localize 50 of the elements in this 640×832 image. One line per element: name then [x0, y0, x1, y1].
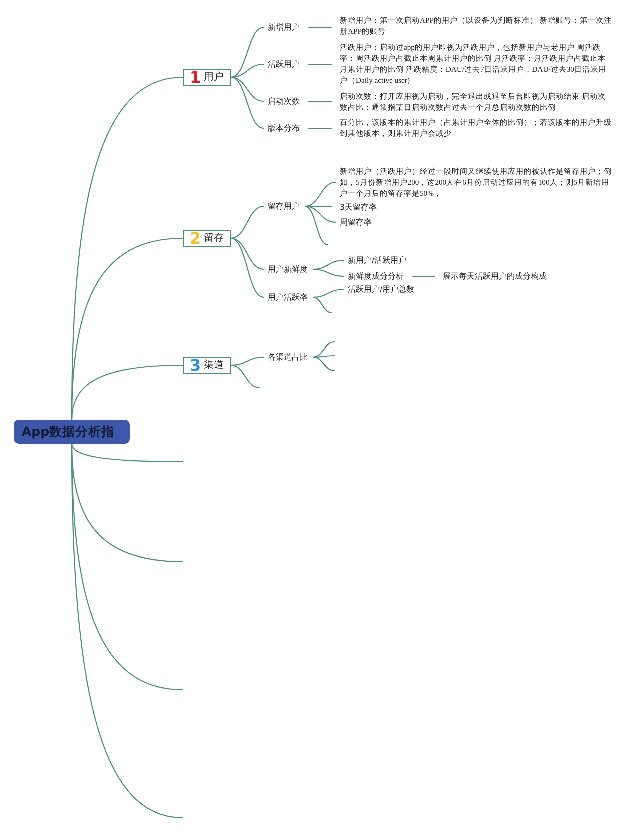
branch-line	[312, 341, 336, 358]
branch-line	[71, 444, 183, 463]
branch-label: 版本分布	[268, 122, 300, 134]
branch-line	[412, 276, 435, 278]
branch-line	[230, 76, 264, 130]
topic-box	[183, 68, 232, 86]
branch-line	[312, 268, 344, 278]
branch-label: 活跃用户/用户总数	[348, 284, 415, 294]
branch-line	[308, 206, 332, 208]
branch-line	[312, 296, 332, 314]
topic-label: 用户	[204, 70, 224, 84]
topic-box	[183, 230, 232, 246]
branch-label: 活跃用户	[268, 58, 300, 70]
branch-label: 新增用户	[268, 22, 300, 32]
branch-line	[308, 26, 332, 28]
branch-line	[230, 206, 264, 240]
branch-label: 3天留存率	[340, 202, 378, 212]
branch-line	[230, 356, 264, 366]
branch-line	[230, 238, 264, 270]
topic-label: 留存	[204, 232, 224, 245]
branch-line	[313, 355, 335, 358]
branch-line	[230, 238, 264, 298]
branch-line	[308, 64, 332, 66]
branch-label: 各渠道占比	[268, 352, 308, 362]
branch-label: 留存用户	[268, 200, 300, 212]
root-topic-box: App数据分析指	[14, 420, 130, 444]
branch-line	[308, 128, 332, 130]
topic-label: 渠道	[204, 358, 224, 372]
branch-label: 新用户/活跃用户	[348, 254, 407, 266]
branch-line	[308, 100, 332, 102]
branch-label: 新鲜度成分分析	[348, 270, 404, 282]
branch-line	[230, 364, 260, 389]
topic-box	[183, 356, 232, 374]
branch-line	[304, 182, 336, 208]
branch-label: 用户活跃率	[268, 292, 308, 302]
branch-line	[304, 206, 328, 246]
branch-label: 启动次数	[268, 96, 300, 106]
topic-number: 1	[190, 68, 202, 86]
topic-number: 2	[190, 228, 202, 248]
branch-label: 用户新鲜度	[268, 264, 308, 274]
branch-line	[304, 206, 336, 224]
branch-line	[71, 444, 184, 819]
branch-label: 展示每天活跃用户的成分构成	[443, 270, 547, 282]
branch-line	[71, 364, 184, 420]
branch-label: 周留存率	[340, 216, 372, 228]
branch-line	[230, 76, 264, 102]
branch-line	[230, 26, 264, 78]
branch-line	[312, 356, 336, 372]
branch-line	[312, 288, 344, 298]
topic-number: 3	[190, 356, 202, 374]
